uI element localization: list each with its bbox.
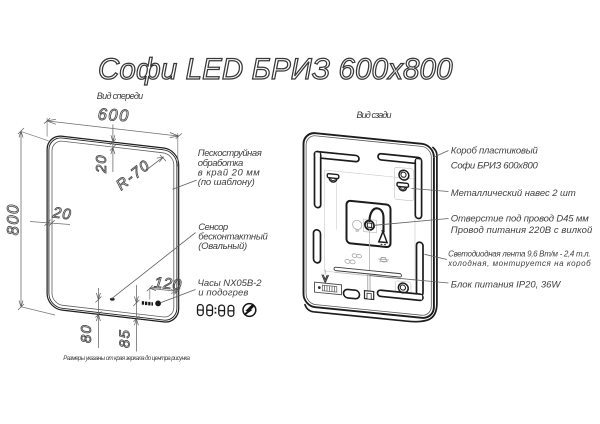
- svg-text:20: 20: [93, 155, 110, 174]
- svg-text:800: 800: [5, 203, 23, 235]
- svg-text:Светодиодная лента 9,6 Вт/м -: Светодиодная лента 9,6 Вт/м - 2,4 т.л.: [448, 249, 590, 258]
- svg-text:Размеры указаны от края зеркал: Размеры указаны от края зеркала до центр…: [63, 356, 190, 362]
- svg-text:R-70: R-70: [113, 157, 154, 194]
- svg-text:в край 20 мм: в край 20 мм: [198, 167, 260, 178]
- svg-text:обработка: обработка: [198, 158, 244, 169]
- svg-text:бесконтактный: бесконтактный: [198, 231, 268, 242]
- svg-text:80: 80: [78, 324, 95, 343]
- svg-text:Металлический навес 2 шт: Металлический навес 2 шт: [451, 188, 576, 199]
- svg-text:Сенсор: Сенсор: [198, 222, 228, 233]
- svg-text:Вид спереди: Вид спереди: [97, 91, 144, 101]
- svg-text:600: 600: [97, 106, 130, 126]
- svg-text:120: 120: [153, 274, 182, 294]
- svg-text:Пескоструйная: Пескоструйная: [198, 148, 262, 159]
- svg-text:и подогрев: и подогрев: [198, 288, 248, 299]
- svg-text:20: 20: [51, 204, 73, 223]
- svg-text:холодная, монтируется на короб: холодная, монтируется на короб: [447, 259, 591, 268]
- svg-text:Блок питания IP20, 36W: Блок питания IP20, 36W: [451, 279, 562, 290]
- svg-text:Короб пластиковый: Короб пластиковый: [451, 145, 539, 156]
- svg-text:Софи LED БРИЗ 600х800: Софи LED БРИЗ 600х800: [98, 53, 455, 86]
- svg-text:(по шаблону): (по шаблону): [198, 177, 255, 188]
- svg-text:Вид сзади: Вид сзади: [357, 110, 392, 120]
- svg-text:(Овальный): (Овальный): [198, 241, 247, 252]
- svg-text:Провод питания 220В с вилкой: Провод питания 220В с вилкой: [451, 225, 593, 236]
- svg-text:Отверстие под провод D45 мм: Отверстие под провод D45 мм: [451, 213, 589, 224]
- svg-text:85: 85: [117, 329, 134, 348]
- svg-text:Софи БРИЗ 600х800: Софи БРИЗ 600х800: [451, 160, 539, 171]
- svg-text:Часы NX05B-2: Часы NX05B-2: [198, 278, 263, 289]
